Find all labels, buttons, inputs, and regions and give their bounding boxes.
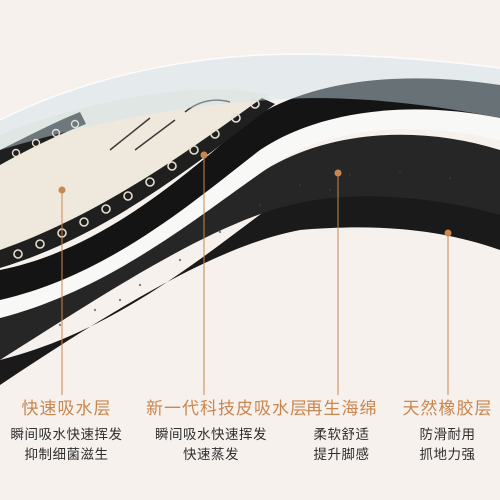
callout-desc-line2: 提升脚感 <box>313 447 370 463</box>
callout-title: 天然橡胶层 <box>402 399 493 419</box>
callout-desc-line1: 柔软舒适 <box>313 427 370 443</box>
callout-quick-absorb: 快速吸水层 瞬间吸水快速挥发 抑制细菌滋生 <box>4 398 129 465</box>
callout-title: 再生海绵 <box>305 399 378 419</box>
callout-natural-rubber: 天然橡胶层 防滑耐用 抓地力强 <box>385 398 500 465</box>
callout-leaders <box>58 151 452 395</box>
callout-title: 快速吸水层 <box>21 399 112 419</box>
callout-title: 新一代科技皮吸水层 <box>146 399 308 419</box>
fabric-border-dots <box>13 99 260 259</box>
fabric-top-layer <box>0 89 270 265</box>
callout-desc-line1: 瞬间吸水快速挥发 <box>155 427 267 443</box>
clear-film-edge <box>0 53 500 121</box>
callout-desc-line1: 瞬间吸水快速挥发 <box>10 427 123 443</box>
sponge-texture <box>58 170 452 327</box>
callout-desc-line2: 快速蒸发 <box>183 447 239 463</box>
fabric-border-band <box>0 98 275 268</box>
leather-layer <box>0 109 500 319</box>
rubber-layer <box>0 161 500 385</box>
callout-desc-line2: 抓地力强 <box>419 447 476 463</box>
sponge-layer <box>0 134 500 360</box>
callout-recycled-sponge: 再生海绵 柔软舒适 提升脚感 <box>279 398 404 465</box>
fabric-corner-dots <box>11 119 80 158</box>
fabric-backing-layer <box>0 78 500 300</box>
callout-desc-line1: 防滑耐用 <box>419 427 476 443</box>
fabric-sketch-marks <box>109 99 231 151</box>
clear-film-layer <box>0 54 500 150</box>
fabric-corner-strip <box>0 112 86 165</box>
callout-desc-line2: 抑制细菌滋生 <box>24 447 109 463</box>
callout-tech-leather: 新一代科技皮吸水层 瞬间吸水快速挥发 快速蒸发 <box>146 398 308 465</box>
